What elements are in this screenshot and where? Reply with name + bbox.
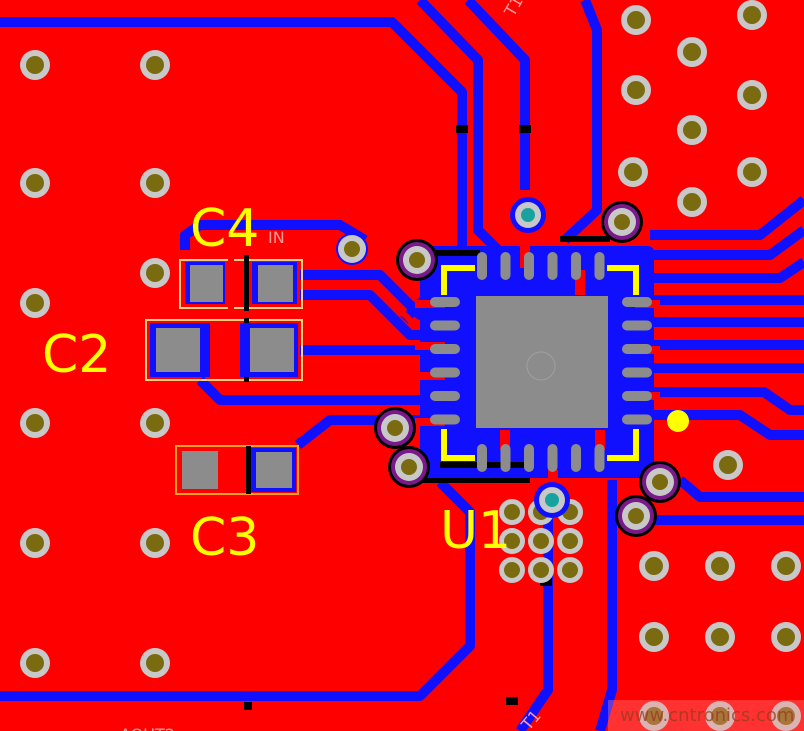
c3-pad-2[interactable] [256, 452, 292, 488]
trace-right-7 [650, 387, 804, 415]
signal-via [615, 495, 657, 537]
u1-silkscreen-corners [441, 265, 639, 461]
c3-courtyard [175, 445, 299, 495]
trace-right-9 [676, 476, 804, 502]
c4-split [244, 255, 249, 311]
stitching-via [771, 701, 801, 731]
c4-pad-1[interactable] [190, 265, 223, 302]
capacitor-c2[interactable] [145, 318, 303, 382]
left-pour-boundary-bottom [0, 478, 475, 701]
stitching-via [20, 288, 50, 318]
stitching-via [705, 551, 735, 581]
capacitor-c4[interactable] [179, 255, 303, 311]
stitching-via [737, 80, 767, 110]
signal-via [601, 201, 643, 243]
u1-exposed-pad[interactable] [476, 296, 608, 428]
c3-designator: C3 [190, 508, 259, 568]
signal-via [388, 446, 430, 488]
stitching-via [20, 50, 50, 80]
trace-top-1 [464, 0, 530, 190]
stitching-via [677, 37, 707, 67]
signal-via [639, 461, 681, 503]
stitching-via [20, 528, 50, 558]
watermark: www.cntronics.com [608, 700, 804, 731]
trace-bottom-2 [595, 480, 617, 731]
c2-pad-2[interactable] [250, 328, 294, 372]
trace-c2-2 [196, 376, 440, 405]
stitching-via [639, 551, 669, 581]
trace-right-8 [650, 410, 804, 440]
trace-right-0 [650, 196, 804, 240]
trace-right-2 [650, 257, 804, 283]
stitching-via [705, 701, 735, 731]
u1-pins-top [477, 252, 605, 280]
stitching-via [140, 258, 170, 288]
stitching-via [20, 168, 50, 198]
c4-gap [228, 258, 234, 310]
stitching-via [621, 5, 651, 35]
stitching-via [140, 168, 170, 198]
signal-via [396, 239, 438, 281]
stitching-via [771, 551, 801, 581]
c4-courtyard [179, 259, 303, 309]
stitching-via [140, 528, 170, 558]
c4-designator: C4 [190, 199, 259, 259]
stitching-via [639, 622, 669, 652]
stitching-via [140, 50, 170, 80]
stitching-via [639, 701, 669, 731]
u1-designator: U1 [440, 501, 511, 561]
stitching-via [705, 622, 735, 652]
c3-pad-1[interactable] [182, 451, 218, 489]
stitching-via [621, 75, 651, 105]
stitching-via [20, 408, 50, 438]
net-label-bottom-left: AOUT2 [120, 725, 175, 731]
trace-top-0 [416, 0, 504, 256]
signal-vias [336, 197, 681, 537]
c4-pad-2[interactable] [258, 265, 293, 302]
c3-split [246, 446, 251, 494]
stitching-via [140, 408, 170, 438]
stitching-via [677, 115, 707, 145]
stitching-via [618, 157, 648, 187]
capacitor-c3[interactable] [175, 445, 299, 495]
stitching-via [737, 0, 767, 30]
stitching-via [140, 648, 170, 678]
u1-pins-bottom [477, 444, 605, 472]
stitching-via [737, 157, 767, 187]
trace-right-1 [650, 225, 804, 260]
stitching-via [20, 648, 50, 678]
stitching-via [677, 187, 707, 217]
trace-c4-loop [180, 220, 368, 250]
c2-pad-1[interactable] [156, 328, 200, 372]
c2-designator: C2 [42, 325, 111, 385]
c4-pin-label-in: IN [268, 228, 285, 247]
c2-courtyard [145, 319, 303, 381]
trace-top-2 [561, 0, 602, 244]
u1-pins-left [430, 297, 460, 425]
stitching-vias [20, 0, 801, 731]
stitching-via [771, 622, 801, 652]
ic-u1[interactable] [430, 252, 689, 583]
stitching-via [713, 450, 743, 480]
u1-pin1-dot [667, 410, 689, 432]
u1-pins-right [622, 297, 652, 425]
signal-via [374, 407, 416, 449]
